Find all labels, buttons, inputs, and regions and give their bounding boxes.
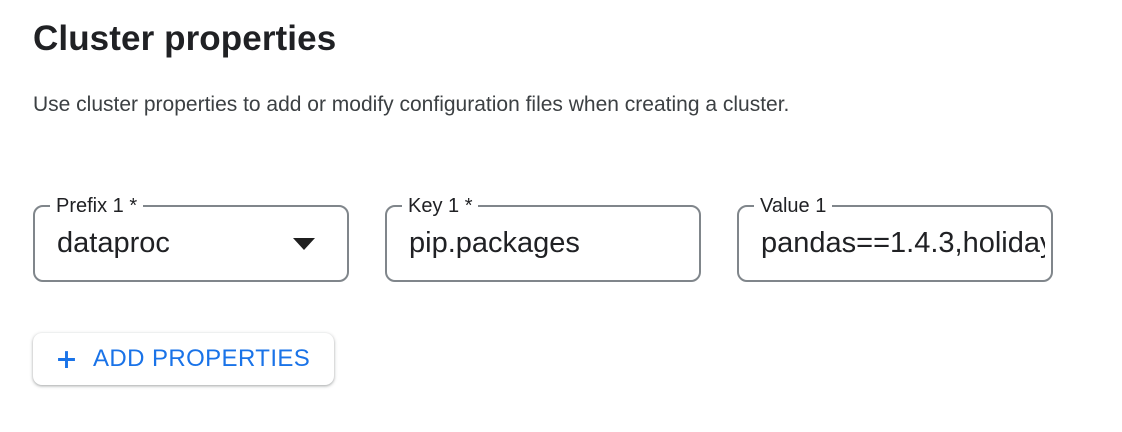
key-field: Key 1 * [385, 194, 701, 282]
page-title: Cluster properties [33, 19, 337, 58]
value-input[interactable] [739, 207, 1051, 280]
add-properties-button-label: ADD PROPERTIES [93, 345, 311, 372]
value-field: Value 1 [737, 194, 1053, 282]
key-field-label: Key 1 * [402, 194, 479, 218]
add-properties-button[interactable]: ADD PROPERTIES [33, 333, 335, 385]
prefix-select-value: dataproc [57, 227, 170, 259]
property-row-1: Prefix 1 * dataproc Key 1 * Value 1 [33, 194, 1122, 282]
prefix-select-label: Prefix 1 * [50, 194, 144, 218]
prefix-select[interactable]: Prefix 1 * dataproc [33, 194, 349, 282]
key-input[interactable] [387, 207, 699, 280]
cluster-properties-section: Cluster properties Use cluster propertie… [33, 19, 1122, 385]
page-description: Use cluster properties to add or modify … [33, 93, 790, 116]
dropdown-arrow-icon [293, 237, 315, 250]
plus-icon [58, 350, 75, 368]
value-field-label: Value 1 [754, 194, 833, 218]
